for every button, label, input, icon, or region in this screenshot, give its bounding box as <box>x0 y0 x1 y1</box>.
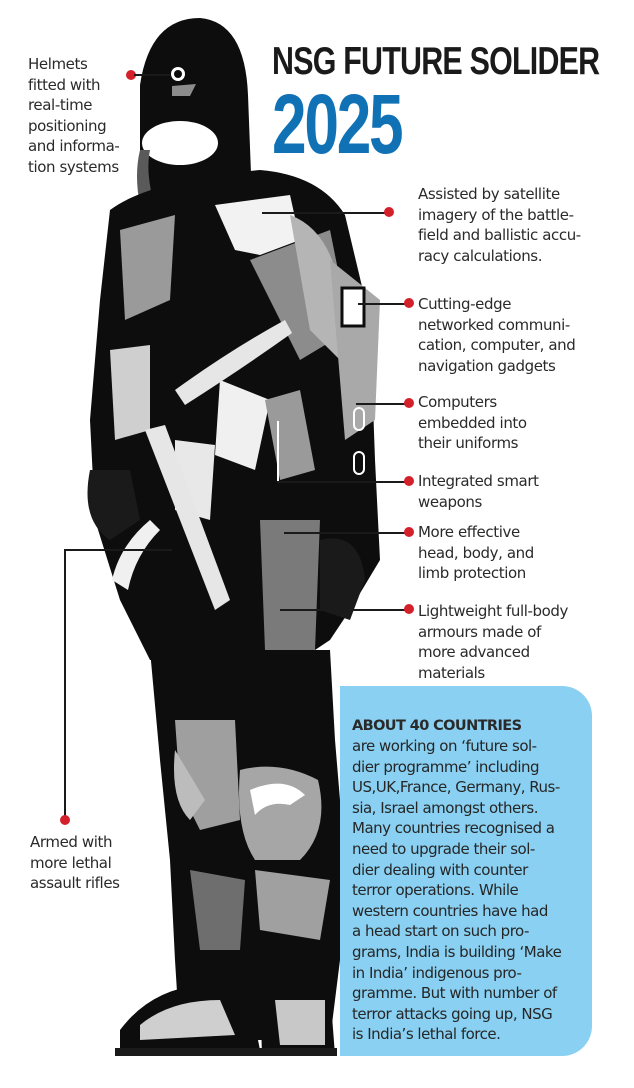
marker-dot-icon <box>404 476 414 486</box>
leader-line <box>64 549 66 819</box>
marker-dot-icon <box>126 70 136 80</box>
leader-line <box>277 421 279 481</box>
info-box: ABOUT 40 COUNTRIES are working on ‘futur… <box>340 686 592 1056</box>
marker-dot-icon <box>384 207 394 217</box>
marker-dot-icon <box>404 298 414 308</box>
callout-computers: Computers embedded into their uniforms <box>418 393 527 452</box>
leader-line <box>356 403 408 405</box>
leader-line <box>280 609 408 611</box>
leader-line <box>134 74 170 76</box>
marker-dot-icon <box>404 604 414 614</box>
info-heading: ABOUT 40 COUNTRIES <box>352 718 522 734</box>
marker-dot-icon <box>404 527 414 537</box>
leader-line <box>262 212 392 214</box>
title-year: 2025 <box>272 77 404 171</box>
leader-line <box>64 549 172 551</box>
page-title: NSG FUTURE SOLIDER <box>272 40 600 83</box>
callout-networked: Cutting-edge networked communi- cation, … <box>418 295 576 375</box>
marker-dot-icon <box>60 815 70 825</box>
callout-weapons: Integrated smart weapons <box>418 472 539 511</box>
title-block: NSG FUTURE SOLIDER 2025 <box>272 40 634 171</box>
callout-rifles: Armed with more lethal assault rifles <box>30 833 120 892</box>
info-body: are working on ‘future sol- dier program… <box>352 737 562 1044</box>
marker-dot-icon <box>404 398 414 408</box>
leader-line <box>358 303 408 305</box>
callout-protection: More effective head, body, and limb prot… <box>418 523 534 582</box>
callout-helmets: Helmets fitted with real-time positionin… <box>28 55 120 176</box>
leader-line <box>277 481 408 483</box>
callout-satellite: Assisted by satellite imagery of the bat… <box>418 185 581 265</box>
callout-armours: Lightweight full-body armours made of mo… <box>418 602 569 682</box>
leader-line <box>284 532 408 534</box>
